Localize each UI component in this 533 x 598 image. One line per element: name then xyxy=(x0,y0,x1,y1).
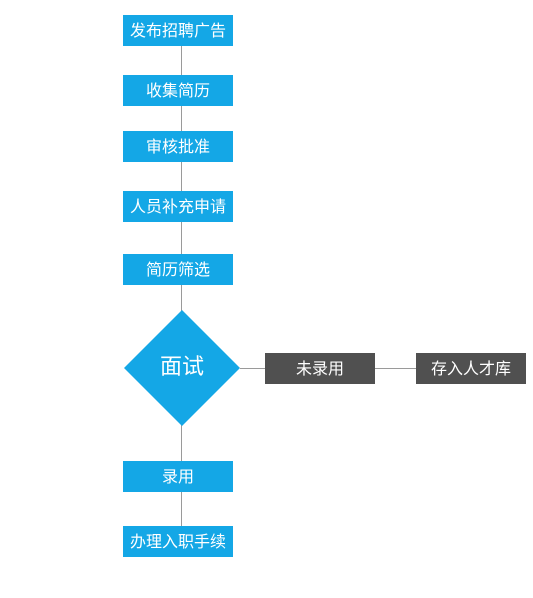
step-collect-resumes-label: 收集简历 xyxy=(145,80,210,100)
step-hire: 录用 xyxy=(123,461,233,492)
decision-interview xyxy=(124,310,240,426)
step-post-job-ad: 发布招聘广告 xyxy=(123,15,233,46)
connector-main-top xyxy=(181,30,182,316)
step-screen-resumes: 简历筛选 xyxy=(123,254,233,285)
branch-talent-pool-label: 存入人才库 xyxy=(430,358,511,378)
step-hire-label: 录用 xyxy=(161,466,194,486)
step-collect-resumes: 收集简历 xyxy=(123,75,233,106)
step-onboarding: 办理入职手续 xyxy=(123,526,233,557)
step-post-job-ad-label: 发布招聘广告 xyxy=(129,20,226,40)
step-staffing-request-label: 人员补充申请 xyxy=(129,196,226,216)
step-screen-resumes-label: 简历筛选 xyxy=(145,259,210,279)
branch-talent-pool: 存入人才库 xyxy=(416,353,526,384)
branch-not-hired-label: 未录用 xyxy=(295,358,344,378)
branch-not-hired: 未录用 xyxy=(265,353,375,384)
connector-decision-to-reject xyxy=(240,368,266,369)
step-staffing-request: 人员补充申请 xyxy=(123,191,233,222)
step-onboarding-label: 办理入职手续 xyxy=(129,531,226,551)
step-review-approve-label: 审核批准 xyxy=(145,136,210,156)
step-review-approve: 审核批准 xyxy=(123,131,233,162)
connector-reject-to-talent-pool xyxy=(375,368,416,369)
